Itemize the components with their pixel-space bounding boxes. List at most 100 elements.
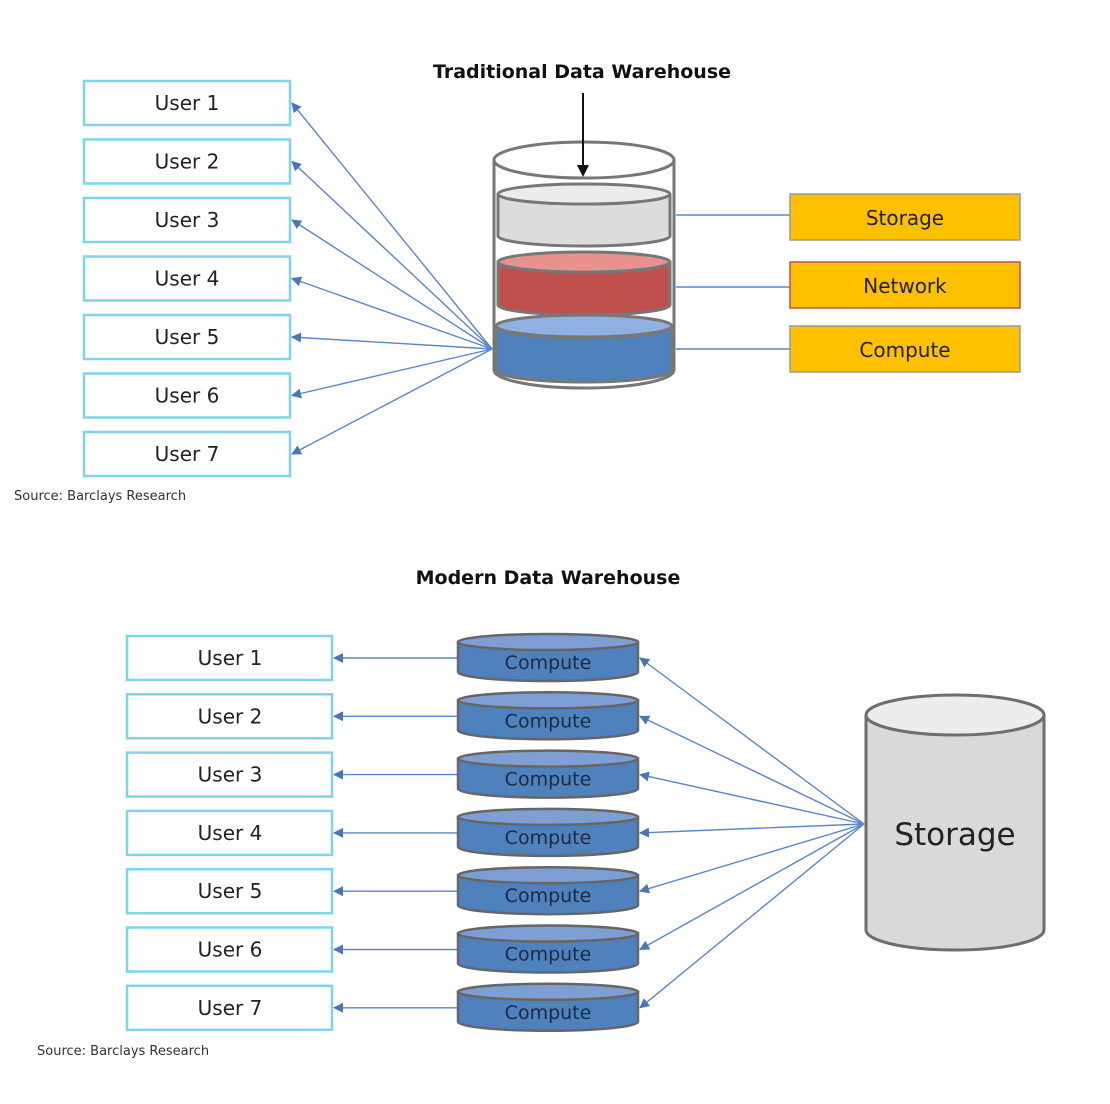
storage-label: Storage [866,206,944,230]
user-label: User 1 [198,646,263,670]
user-box-rect [125,751,334,798]
compute-disk-top [456,691,640,710]
storage-to-compute-arrow [639,823,865,1009]
traditional-user-box: User 5 [82,313,292,361]
traditional-user-box: User 1 [82,79,292,127]
user-arrow [291,102,493,350]
compute-disk-top [456,924,640,943]
storage-layer-top [496,182,672,206]
compute-disk-label: Compute [505,769,592,791]
storage-cylinder-top [864,693,1046,737]
user-label: User 1 [155,91,220,115]
compute-disk: Compute [456,632,640,683]
user-box-rect [82,196,292,244]
user-box-rect [82,138,292,185]
user-box-rect [125,926,334,973]
compute-layer [494,313,674,384]
user-label: User 2 [198,704,263,728]
user-box-rect [82,79,292,127]
modern-storage-cylinder: Storage [864,693,1046,952]
compute-disk-label: Compute [505,1002,592,1024]
storage-to-compute-arrow [639,657,865,825]
user-label: User 3 [198,763,263,787]
modern-source: Source: Barclays Research [37,1044,209,1059]
compute-label: Compute [859,338,950,362]
network-layer-top [496,250,672,274]
compute-disk: Compute [456,924,640,974]
user-box-rect [125,984,334,1032]
storage-to-compute-arrow [639,823,865,894]
user-label: User 6 [155,384,220,408]
modern-title: Modern Data Warehouse [416,567,681,589]
compute-disk-label: Compute [505,827,592,849]
storage-cylinder-body [864,715,1046,952]
network-label-rect [789,261,1021,309]
storage-cylinder-label: Storage [894,817,1015,853]
network-layer [496,250,672,317]
modern-user-list: User 1 User 2 User 3 User 4 User 5 User 6 User… [125,634,334,1032]
compute-disk-body [456,990,640,1033]
user-box-rect [125,634,334,682]
network-label-box: Network [789,261,1021,309]
user-label: User 6 [198,938,263,962]
user-arrow [291,332,493,350]
compute-disk-top [456,632,640,652]
compute-disk-top [456,865,640,885]
user-arrow [291,219,493,350]
modern-user-box: User 4 [125,809,334,857]
compute-disk-label: Compute [505,944,592,966]
compute-disk: Compute [456,982,640,1033]
compute-label-box: Compute [789,325,1021,373]
user-label: User 4 [155,267,220,291]
modern-user-box: User 5 [125,867,334,915]
modern-compute-to-user-arrows [333,653,458,1013]
traditional-title: Traditional Data Warehouse [433,61,731,83]
compute-disk-body [456,699,640,741]
storage-layer [496,182,672,248]
user-label: User 5 [155,325,220,349]
compute-disk-body [456,815,640,858]
user-box-rect [125,693,334,740]
user-label: User 4 [198,821,263,845]
storage-to-compute-arrow [639,715,865,825]
compute-disk: Compute [456,749,640,799]
modern-user-box: User 1 [125,634,334,682]
traditional-source: Source: Barclays Research [14,489,186,504]
traditional-section: Traditional Data Warehouse User 1 User 2 U… [14,61,1021,504]
compute-disk-body [456,873,640,916]
user-label: User 7 [198,996,263,1020]
user-arrow [291,348,493,455]
network-label: Network [863,274,947,298]
user-label: User 7 [155,442,220,466]
compute-disk: Compute [456,807,640,858]
user-label: User 2 [155,150,220,174]
compute-disk-body [456,757,640,799]
user-arrow [291,276,493,350]
modern-user-box: User 3 [125,751,334,798]
user-box-rect [82,255,292,302]
traditional-user-box: User 3 [82,196,292,244]
user-arrow [291,160,493,350]
modern-user-box: User 7 [125,984,334,1032]
user-box-rect [82,313,292,361]
compute-label-rect [789,325,1021,373]
traditional-warehouse-cylinder [492,93,676,390]
compute-disk-body [456,640,640,683]
traditional-user-box: User 2 [82,138,292,185]
storage-to-compute-arrow [639,823,865,838]
user-box-rect [82,372,292,419]
compute-disk-top [456,749,640,768]
user-box-rect [82,430,292,478]
modern-section: Modern Data Warehouse User 1 User 2 User 3… [37,567,1046,1059]
modern-user-box: User 6 [125,926,334,973]
user-box-rect [125,809,334,857]
modern-compute-list: ComputeComputeComputeComputeComputeCompu… [456,632,640,1033]
modern-storage-to-compute-arrows [639,657,865,1009]
traditional-user-box: User 6 [82,372,292,419]
modern-user-box: User 2 [125,693,334,740]
traditional-user-arrows [291,102,493,455]
user-label: User 5 [198,879,263,903]
storage-label-rect [789,193,1021,241]
compute-disk-top [456,982,640,1002]
compute-disk-label: Compute [505,710,592,732]
